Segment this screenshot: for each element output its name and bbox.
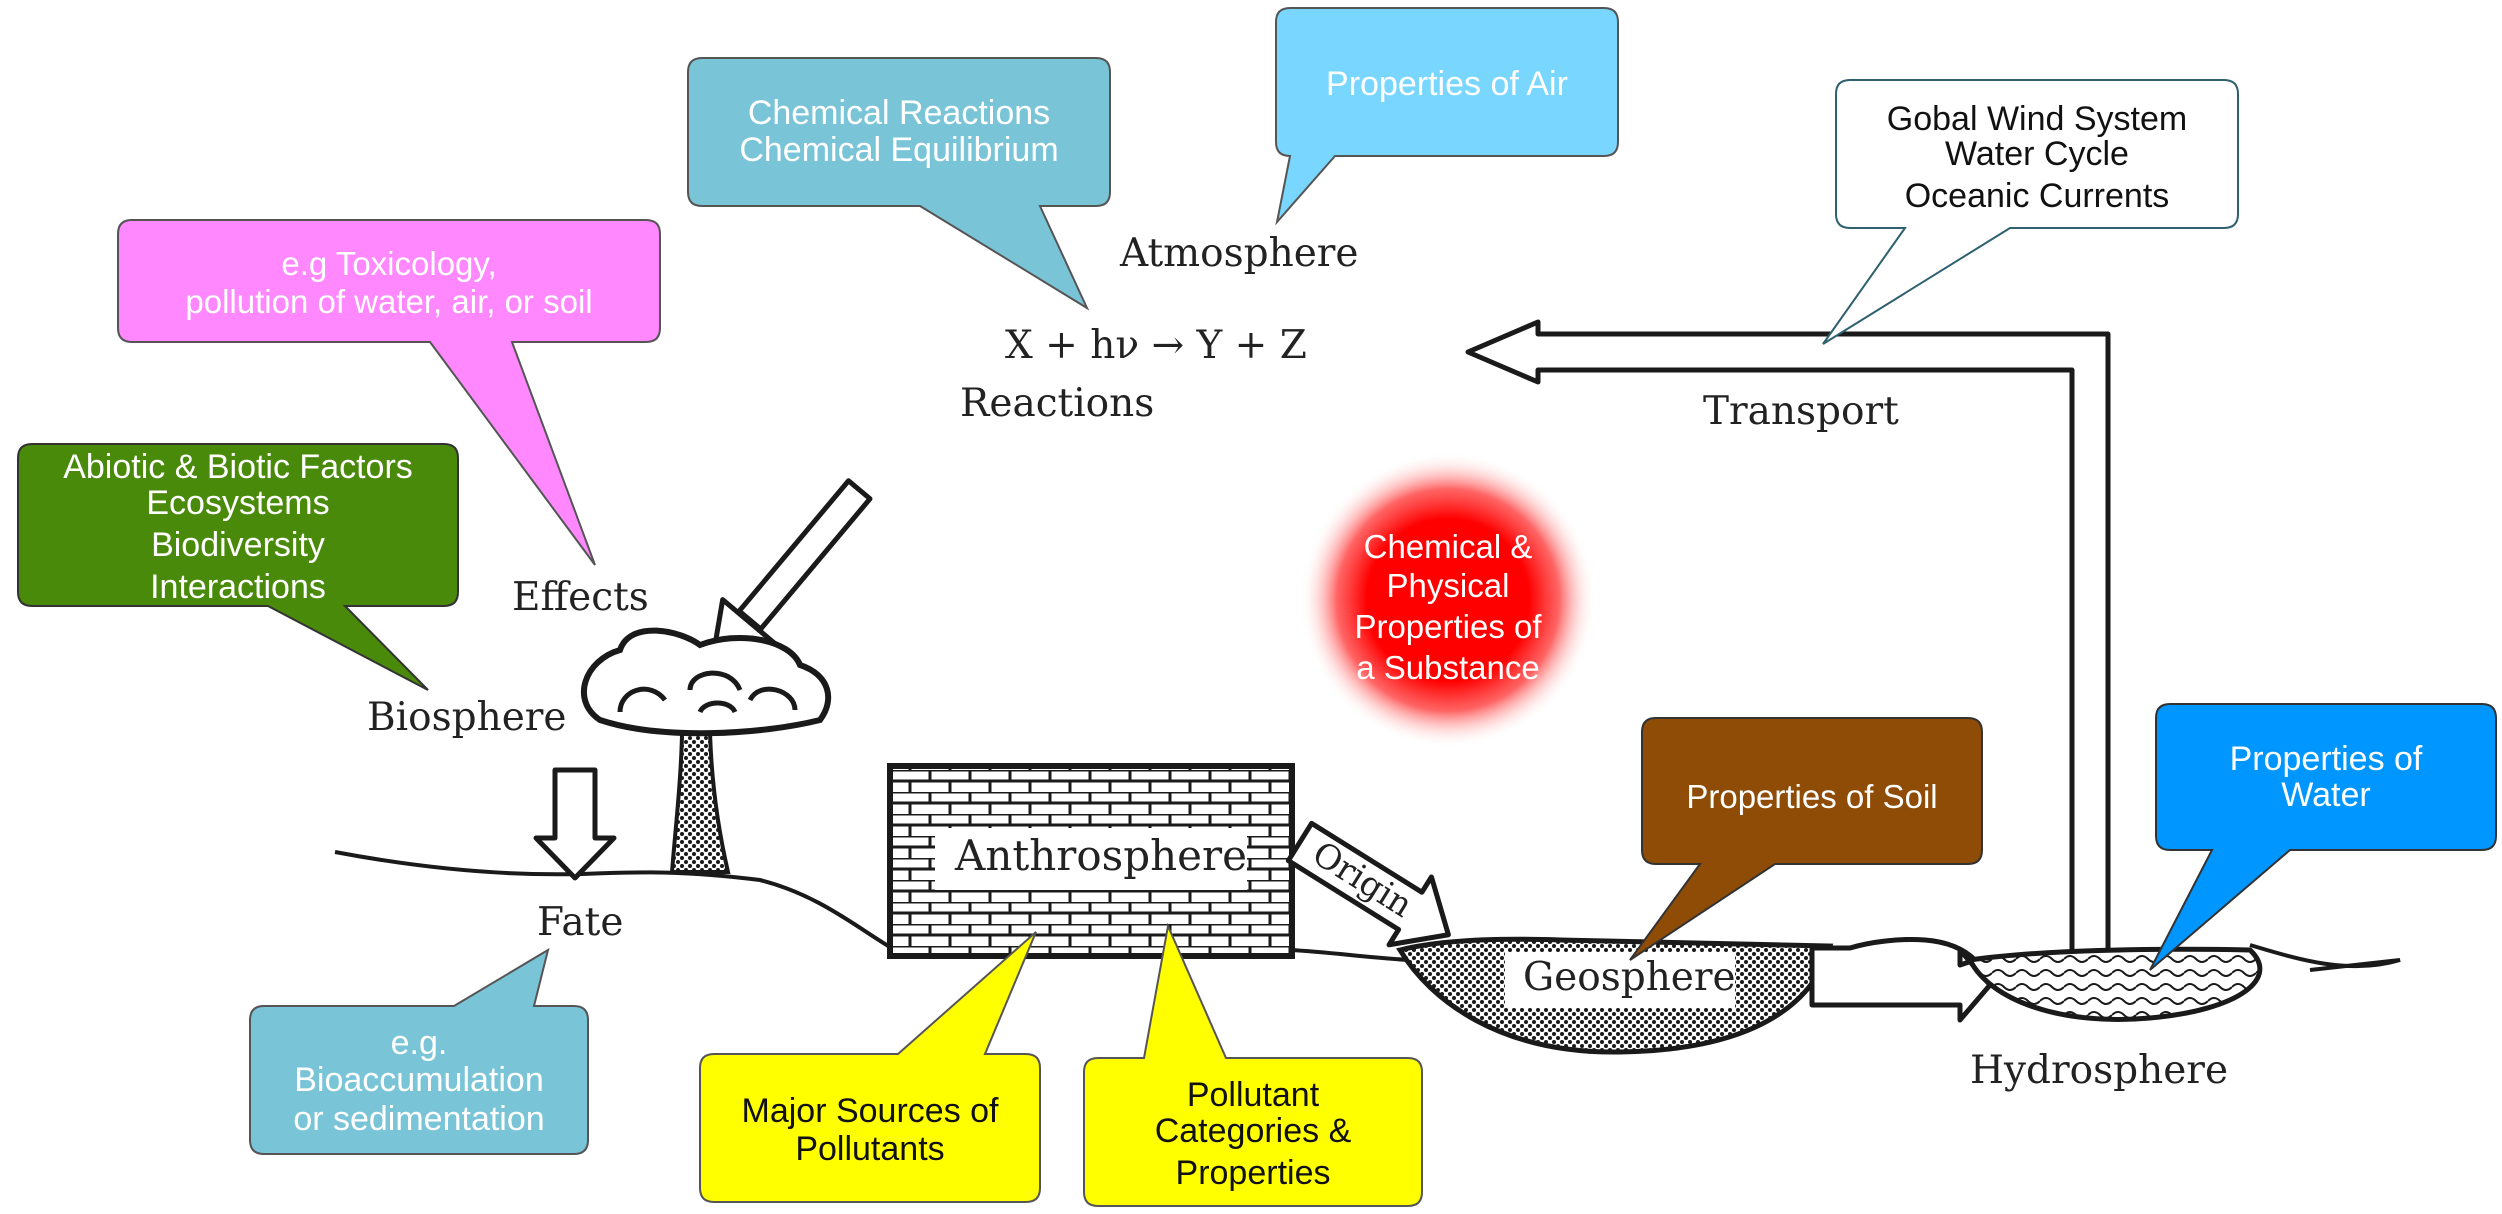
callout-abiotic-line-3: Biodiversity — [151, 526, 325, 564]
label-geosphere: Geosphere — [1523, 955, 1736, 1000]
callout-sources-line-2: Pollutants — [795, 1130, 944, 1168]
callout-water-line-1: Properties of — [2230, 740, 2423, 778]
callout-air-text: Properties of Air — [1326, 65, 1568, 103]
callout-abiotic: Abiotic & Biotic Factors Ecosystems Biod… — [17, 443, 459, 691]
callout-wind-line-2: Water Cycle — [1945, 135, 2129, 173]
anthrosphere-label-bg — [935, 828, 1247, 890]
callout-bioaccum: e.g. Bioaccumulation or sedimentation — [249, 947, 589, 1155]
geosphere-label-bg — [1505, 952, 1735, 1008]
origin-arrow — [1285, 820, 1451, 948]
transport-arrow — [1465, 319, 2111, 965]
label-hydrosphere: Hydrosphere — [1970, 1048, 2228, 1093]
label-biosphere: Biosphere — [367, 695, 567, 740]
center-line-3: Properties of — [1354, 608, 1542, 645]
center-text: Chemical & Physical Properties of a Subs… — [1354, 528, 1542, 686]
center-line-4: a Substance — [1356, 649, 1539, 686]
callout-categories-line-3: Properties — [1176, 1154, 1331, 1192]
biosphere-tree — [580, 627, 832, 874]
callout-air: Properties of Air — [1275, 7, 1619, 226]
callout-wind: Gobal Wind System Water Cycle Oceanic Cu… — [1822, 79, 2239, 345]
callout-bioaccum-line-3: or sedimentation — [293, 1100, 544, 1138]
callout-bioaccum-line-1: e.g. — [391, 1024, 448, 1062]
callout-chemical: Chemical Reactions Chemical Equilibrium — [687, 57, 1111, 311]
label-effects: Effects — [512, 575, 649, 620]
label-transport: Transport — [1703, 389, 1899, 434]
center-line-2: Physical — [1387, 567, 1510, 604]
hydrosphere-basin — [1966, 946, 2263, 1022]
callout-toxicology-line-2: pollution of water, air, or soil — [185, 283, 592, 320]
label-fate: Fate — [537, 900, 623, 945]
callout-chemical-line-1: Chemical Reactions — [748, 94, 1050, 132]
label-reactions: Reactions — [960, 381, 1154, 426]
label-atmosphere: Atmosphere — [1119, 231, 1359, 276]
callout-abiotic-line-2: Ecosystems — [146, 484, 329, 522]
ground-line-right — [2249, 943, 2401, 972]
fate-arrow — [533, 767, 617, 881]
callout-categories-line-1: Pollutant — [1187, 1076, 1320, 1114]
callout-soil: Properties of Soil — [1629, 717, 1983, 961]
label-equation: X + hν → Y + Z — [1005, 323, 1307, 368]
callout-categories-line-2: Categories & — [1155, 1112, 1352, 1150]
center-line-1: Chemical & — [1364, 528, 1533, 565]
callout-sources: Major Sources of Pollutants — [699, 931, 1041, 1203]
callout-soil-text: Properties of Soil — [1686, 778, 1937, 815]
center-glow — [1300, 452, 1596, 748]
label-anthrosphere: Anthrosphere — [954, 831, 1247, 880]
callout-abiotic-line-1: Abiotic & Biotic Factors — [63, 448, 413, 486]
callout-water-line-2: Water — [2281, 776, 2370, 814]
callout-toxicology-line-1: e.g Toxicology, — [281, 245, 496, 282]
callout-bioaccum-line-2: Bioaccumulation — [294, 1061, 543, 1099]
geo-hydro-arrow — [1809, 937, 1993, 1023]
callout-wind-line-1: Gobal Wind System — [1887, 100, 2187, 138]
callout-water: Properties of Water — [2149, 703, 2497, 971]
callout-abiotic-line-4: Interactions — [150, 568, 326, 606]
callout-wind-line-3: Oceanic Currents — [1905, 177, 2170, 215]
callout-categories: Pollutant Categories & Properties — [1083, 922, 1423, 1207]
callout-toxicology: e.g Toxicology, pollution of water, air,… — [117, 219, 661, 566]
callout-sources-line-1: Major Sources of — [742, 1092, 1000, 1130]
callout-chemical-line-2: Chemical Equilibrium — [739, 131, 1058, 169]
